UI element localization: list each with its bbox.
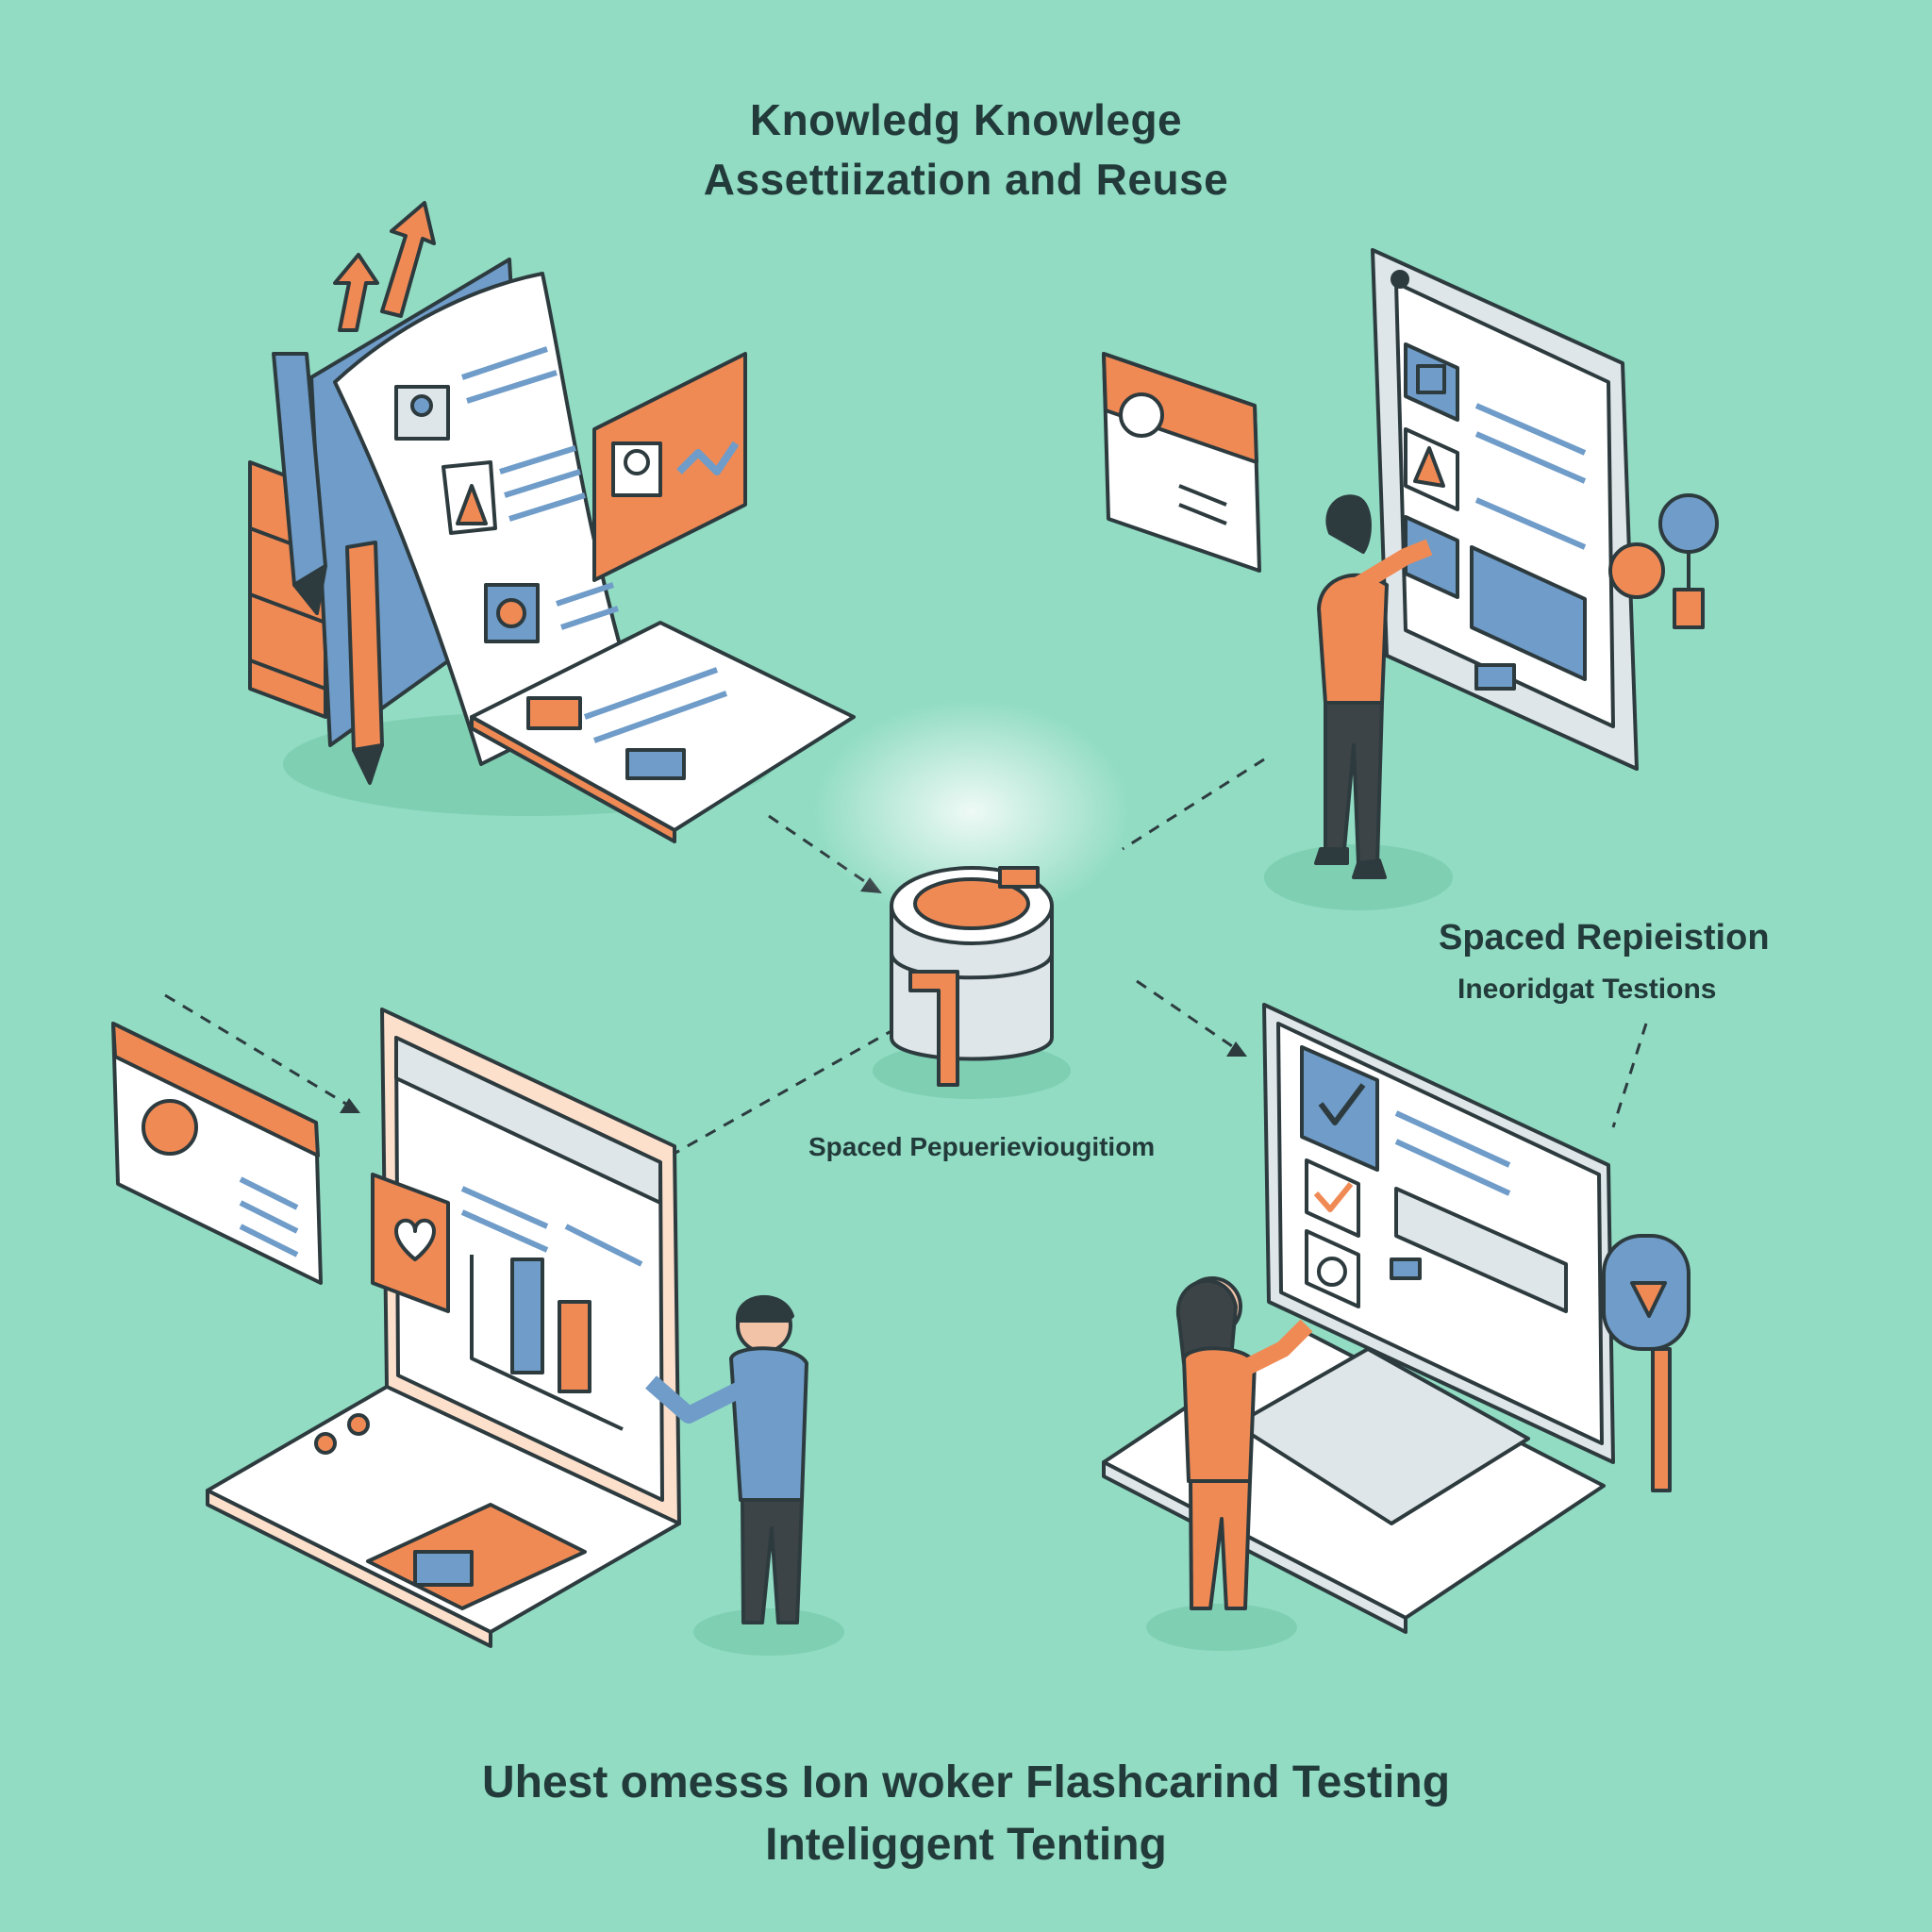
- connector-topright-to-hub: [1122, 758, 1265, 851]
- title-line-1: Knowledg Knowlege: [749, 95, 1183, 144]
- footer-line-2: Inteliggent Tenting: [765, 1820, 1167, 1870]
- hub-caption: Spaced Pepuerieviougitiom: [808, 1132, 1156, 1161]
- central-hub-device: [811, 698, 1132, 1099]
- connector-hub-to-bottomright: [1136, 979, 1241, 1054]
- spaced-repetition-heading: Spaced Repieistion: [1439, 918, 1770, 958]
- laptop-person-illustration: [111, 1008, 844, 1656]
- tablet-person-illustration: [1102, 248, 1719, 910]
- document-stack-illustration: [248, 201, 856, 843]
- monitor-person-illustration: [1102, 1003, 1690, 1651]
- arrowhead-tablet: [340, 1098, 360, 1113]
- title-line-2: Assettiization and Reuse: [703, 155, 1229, 204]
- spaced-repetition-subheading: Ineoridgat Testions: [1457, 974, 1717, 1005]
- connector-label-to-monitor: [1611, 1023, 1648, 1128]
- footer-line-1: Uhest omesss Ion woker Flashcarind Testi…: [481, 1757, 1451, 1807]
- connector-left-to-tablet: [164, 993, 355, 1110]
- arrowhead-bottomright: [1226, 1041, 1247, 1057]
